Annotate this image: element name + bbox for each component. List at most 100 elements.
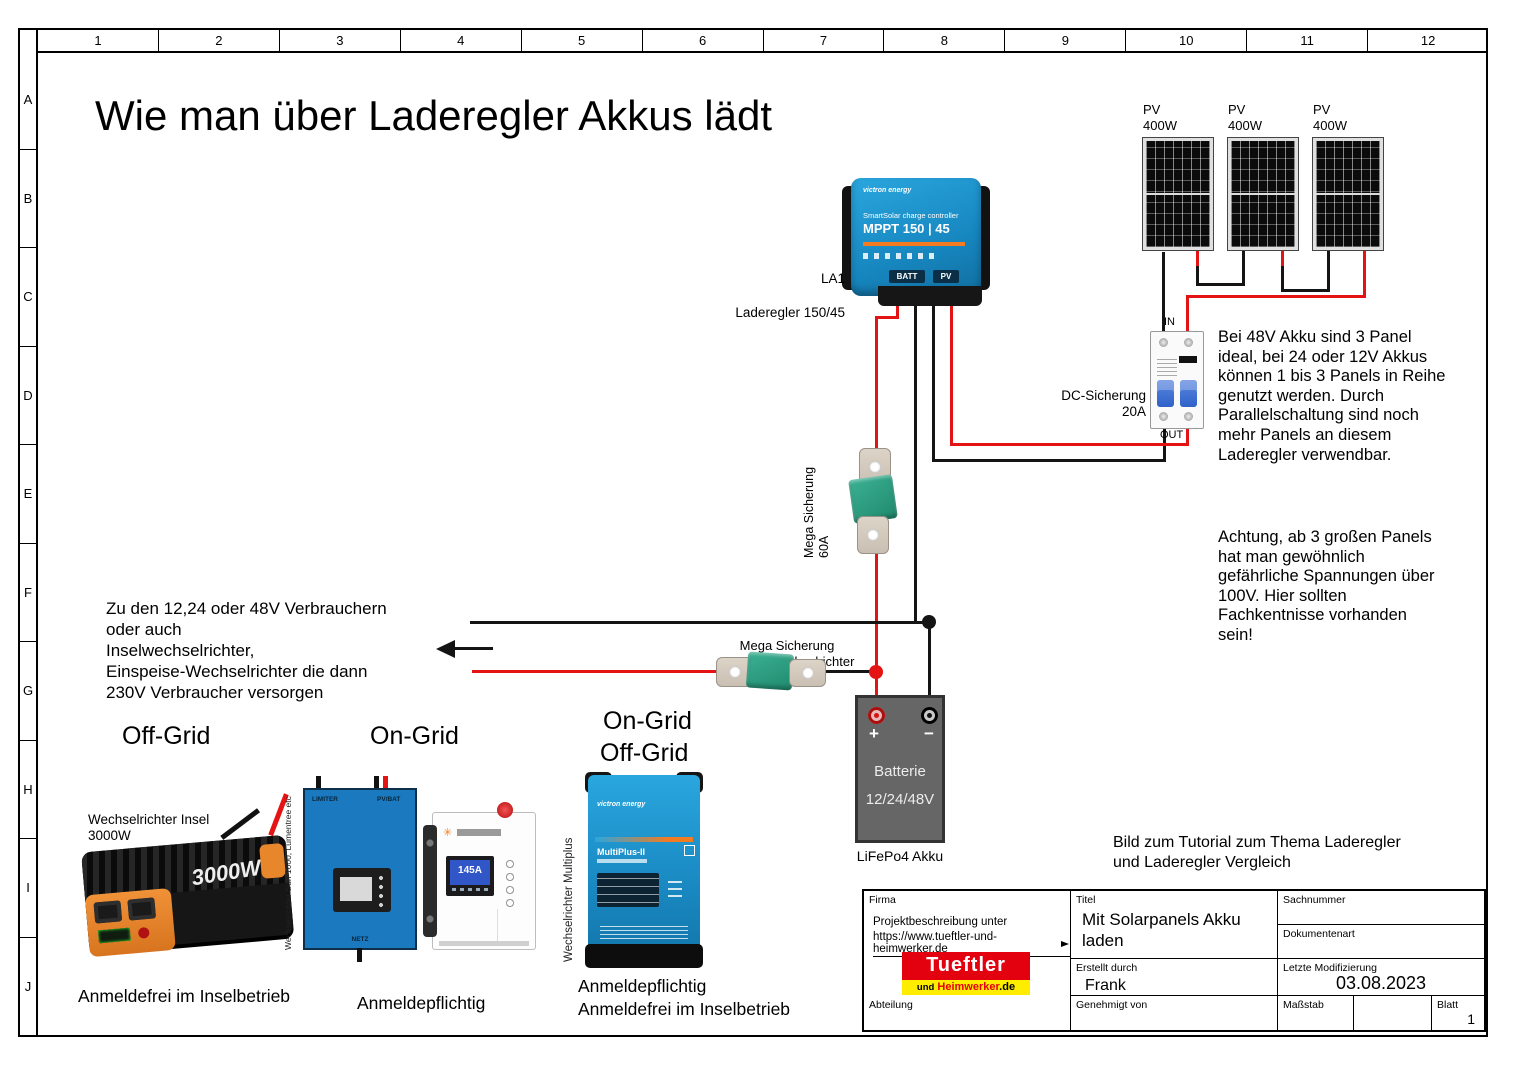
offgrid-caption: Anmeldefrei im Inselbetrieb: [78, 986, 291, 1006]
wire-segment: [820, 670, 878, 673]
breaker-toggle: [1157, 380, 1174, 407]
wire-segment: [875, 316, 899, 319]
project-note: Projektbeschreibung unter: [873, 916, 1008, 928]
letzte-cell: Letzte Modifizierung 03.08.2023: [1278, 959, 1484, 996]
pvbat-port-label: PV/BAT: [377, 796, 401, 803]
empty-cell: [1354, 996, 1432, 1030]
row-header: F: [20, 544, 36, 642]
title-block: Firma Projektbeschreibung unter https://…: [862, 889, 1486, 1032]
breaker-out-label: OUT: [1160, 429, 1184, 441]
screen-icons: [452, 888, 488, 891]
fuse-tab: [857, 516, 889, 554]
mppt-batt-label: BATT: [889, 270, 925, 283]
erstellt-cell: Erstellt durch Frank: [1071, 959, 1278, 996]
breaker-toggle: [1180, 380, 1197, 407]
dc-breaker: [1150, 331, 1204, 429]
mppt-model: MPPT 150 | 45: [863, 221, 950, 236]
hybrid-caption-1: Anmeldepflichtig: [578, 976, 707, 996]
column-header: 1: [38, 30, 159, 51]
column-header: 3: [280, 30, 401, 51]
wire-segment: [1186, 428, 1189, 446]
logo-bottom: und Heimwerker.de: [902, 980, 1030, 995]
column-header: 4: [401, 30, 522, 51]
note-line: gefährliche Spannungen über: [1218, 567, 1435, 586]
pin-black: [316, 776, 321, 790]
note-line: Inselwechselrichter,: [106, 641, 255, 660]
column-header: 10: [1126, 30, 1248, 51]
controller-divider: [497, 909, 498, 943]
breaker-screw: [1184, 338, 1193, 347]
wire-segment: [1281, 250, 1284, 268]
drawing-frame: [18, 28, 1488, 1037]
breaker-in-label: IN: [1164, 316, 1175, 328]
led-panel: [597, 873, 659, 907]
note-line: Achtung, ab 3 großen Panels: [1218, 528, 1432, 546]
battery-minus-terminal: [921, 707, 938, 724]
battery-plus-terminal: [868, 707, 885, 724]
pin-red: [383, 776, 388, 790]
battery-name: Batterie: [874, 763, 926, 780]
note-line: genutzt werden. Durch: [1218, 386, 1385, 405]
offgrid-heading: Off-Grid: [122, 722, 211, 750]
pin-black: [374, 776, 379, 790]
offgrid-inverter: 3000W: [80, 793, 306, 967]
brand-mark: ✳: [443, 827, 453, 839]
column-header: 11: [1247, 30, 1369, 51]
breaker-window: [1179, 356, 1197, 363]
mppt-charge-controller: victron energy SmartSolar charge control…: [842, 174, 990, 308]
multiplus-orange-stripe: [595, 837, 693, 842]
wire-segment: [1186, 295, 1366, 298]
pv-panel-graphic: [1142, 137, 1214, 251]
wire-segment: [470, 621, 931, 624]
fuse-body: [745, 651, 795, 691]
victron-logo: victron energy: [597, 801, 646, 808]
inverter-bumper: [259, 842, 286, 879]
power-button: [137, 926, 150, 939]
wire-segment: [932, 302, 935, 462]
junction-dot: [869, 665, 883, 679]
ac-socket: [127, 897, 157, 921]
genehmigt-label: Genehmigt von: [1076, 999, 1148, 1011]
mppt-cert-icons: [863, 253, 935, 259]
wire-segment: [1281, 266, 1284, 292]
pv-panel-graphic: [1312, 137, 1384, 251]
letzte-label: Letzte Modifizierung: [1283, 962, 1377, 974]
column-header: 6: [643, 30, 764, 51]
breaker-screw: [1159, 412, 1168, 421]
mppt-orange-stripe: [863, 242, 965, 246]
row-header: C: [20, 248, 36, 347]
wire-segment: [932, 459, 1166, 462]
wire-segment: [1196, 250, 1199, 268]
massstab-label: Maßstab: [1283, 999, 1324, 1011]
ongrid-display-module: [333, 868, 391, 912]
wire-segment: [928, 621, 931, 710]
note-line: hat man gewöhnlich: [1218, 547, 1365, 566]
victron-logo: victron energy: [863, 187, 912, 194]
battery: + − Batterie 12/24/48V: [855, 695, 945, 843]
blatt-label: Blatt: [1437, 999, 1459, 1011]
column-header: 5: [522, 30, 643, 51]
mega-fuse-inverter: [716, 650, 826, 692]
wire-segment: [1242, 250, 1245, 286]
row-header: H: [20, 741, 36, 839]
logo-top: Tueftler: [902, 952, 1030, 980]
note-line: 100V. Hier sollten: [1218, 586, 1347, 605]
page-title: Wie man über Laderegler Akkus lädt: [95, 92, 773, 139]
titel-cell: Titel Mit Solarpanels Akku laden: [1071, 891, 1278, 959]
wire-segment: [1281, 289, 1330, 292]
hybrid-heading-2: Off-Grid: [600, 739, 689, 767]
wire-segment: [1162, 252, 1165, 333]
note-line: oder auch: [106, 620, 182, 639]
firma-label: Firma: [869, 894, 896, 906]
note-line: ideal, bei 24 oder 12V Akkus: [1218, 347, 1428, 366]
controller-screen: 145A: [446, 856, 494, 896]
titel-label: Titel: [1076, 894, 1096, 906]
wire-segment: [448, 647, 493, 650]
ac-socket: [93, 900, 123, 924]
